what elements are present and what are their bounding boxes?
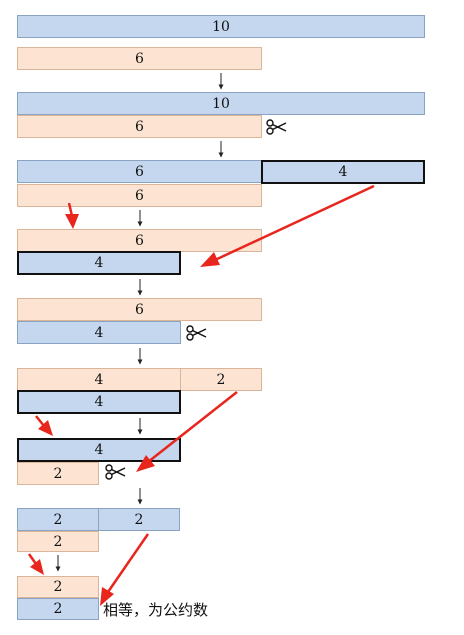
bar-value: 10: [212, 18, 230, 35]
bar-value: 6: [135, 301, 144, 318]
bar-blue-highlighted: 4: [261, 160, 425, 184]
bar-blue: 2: [17, 598, 99, 620]
bar-peach: 2: [17, 462, 99, 485]
bar-value: 2: [53, 465, 63, 482]
bar-blue: 2: [98, 508, 180, 531]
bar-value: 2: [53, 511, 63, 528]
bar-value: 6: [135, 163, 144, 180]
bar-peach: 6: [17, 115, 262, 138]
bar-value: 2: [53, 533, 63, 550]
bar-value: 6: [135, 118, 144, 135]
bar-value: 2: [53, 579, 63, 595]
bar-value: 6: [135, 232, 144, 249]
bar-peach: 2: [17, 576, 99, 598]
bar-blue-highlighted: 4: [17, 390, 181, 414]
bar-value: 4: [94, 442, 104, 458]
bar-blue: 10: [17, 15, 425, 38]
bar-value: 4: [94, 255, 104, 271]
red-down-arrow-icon: [27, 553, 44, 575]
bar-value: 2: [216, 371, 226, 388]
bar-value: 2: [134, 511, 144, 528]
bar-peach: 4: [17, 368, 181, 391]
scissors-icon: [266, 119, 287, 135]
bar-blue-highlighted: 4: [17, 438, 181, 462]
bar-blue-highlighted: 4: [17, 251, 181, 275]
bar-peach: 2: [17, 531, 99, 552]
bar-value: 4: [94, 324, 104, 341]
red-down-arrow-icon: [35, 415, 53, 436]
bar-peach: 6: [17, 184, 262, 207]
bar-peach: 2: [180, 368, 262, 391]
scissors-icon: [186, 325, 207, 341]
bar-blue: 4: [17, 321, 181, 344]
bar-blue: 2: [17, 508, 99, 531]
bar-blue: 10: [17, 92, 425, 115]
bar-value: 4: [94, 394, 104, 410]
red-move-arrow-icon: [100, 533, 150, 606]
scissors-icon: [105, 464, 126, 480]
bar-value: 2: [53, 601, 63, 617]
bar-value: 4: [94, 371, 104, 388]
bar-value: 4: [338, 164, 348, 180]
bar-peach: 6: [17, 47, 262, 70]
bar-value: 6: [135, 187, 144, 204]
conclusion-caption: 相等，为公约数: [103, 601, 209, 619]
bar-peach: 6: [17, 229, 262, 252]
bar-peach: 6: [17, 298, 262, 321]
bar-value: 10: [212, 95, 230, 112]
bar-blue: 6: [17, 160, 262, 183]
bar-value: 6: [135, 50, 144, 67]
